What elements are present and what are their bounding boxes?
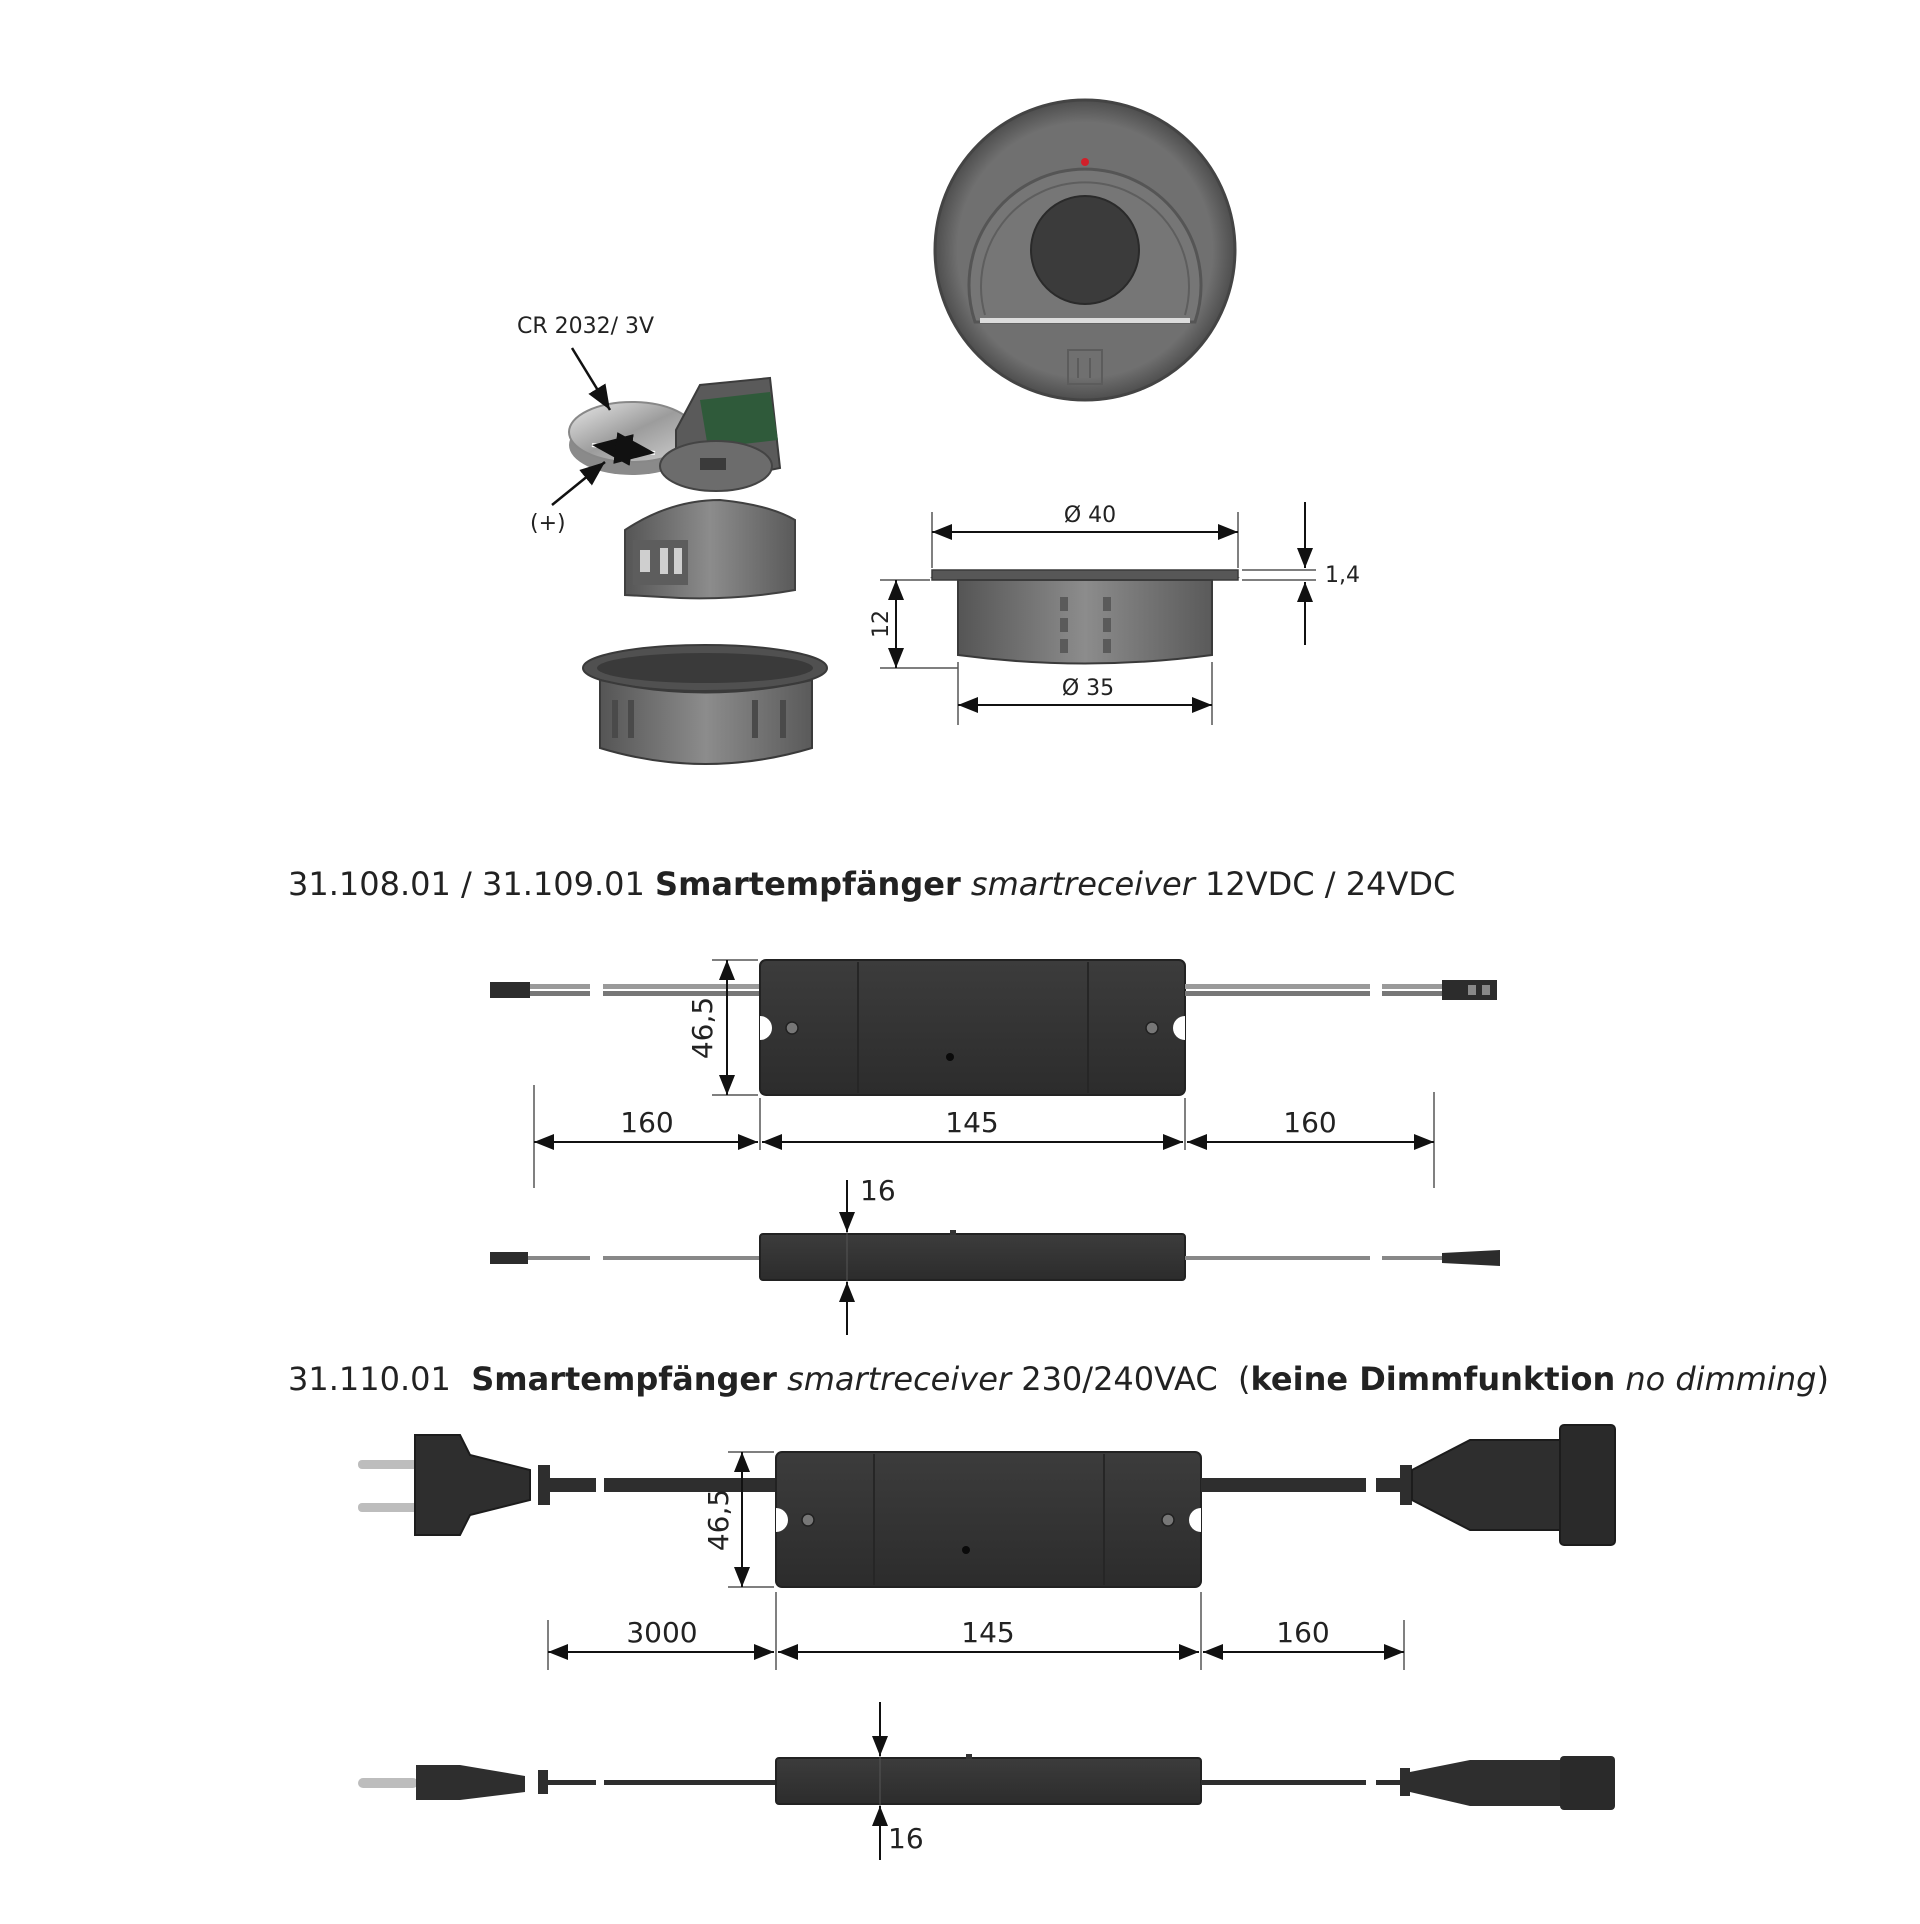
ac-receiver-top-view: 46,5 3000 145 160: [358, 1424, 1616, 1670]
dc-dim-height: 46,5: [686, 997, 719, 1059]
ac-note-close: ): [1816, 1360, 1829, 1398]
ac-name-de: Smartempfänger: [471, 1360, 777, 1398]
dc-left-cable: [603, 984, 760, 989]
ac-sensor-hole: [962, 1546, 970, 1554]
status-led: [1081, 158, 1089, 166]
housing-front-view: [933, 98, 1237, 402]
ac-receiver-heading: 31.110.01 Smartempfänger smartreceiver 2…: [288, 1360, 1829, 1398]
euro-socket-face: [1559, 1424, 1616, 1546]
ac-note-en: no dimming: [1625, 1360, 1817, 1398]
ce-mark-icon: [640, 550, 650, 572]
ac-receiver-side-body: [775, 1757, 1202, 1805]
ac-dim-left-cable: 3000: [626, 1616, 697, 1649]
polarity-callout-arrow: [551, 461, 606, 506]
dc-receiver-top-view: 46,5 160 145 160: [490, 959, 1497, 1188]
housing-flange: [931, 569, 1239, 581]
plug-pin-top: [358, 1460, 418, 1469]
ac-voltage: 230/240VAC: [1021, 1360, 1218, 1398]
ac-dim-body: 145: [961, 1616, 1014, 1649]
exploded-view: CR 2032/ 3V (+): [517, 314, 828, 765]
dim-body-height: 12: [869, 610, 894, 638]
battery-callout-arrow: [570, 347, 612, 411]
ac-screw-left-icon: [801, 1513, 815, 1527]
dc-part-numbers: 31.108.01 / 31.109.01: [288, 865, 645, 903]
dc-name-de: Smartempfänger: [655, 865, 961, 903]
polarity-label: (+): [530, 511, 566, 536]
battery-label: CR 2032/ 3V: [517, 314, 654, 339]
euro-socket-icon: [1411, 1439, 1561, 1531]
dc-dim-left-cable: 160: [620, 1106, 673, 1139]
dc-screw-right-icon: [1145, 1021, 1159, 1035]
housing-face-inner-edge: [980, 181, 1190, 316]
ac-left-cable-stub: [550, 1478, 596, 1492]
dim-flange-height: 1,4: [1325, 563, 1360, 588]
dc-receiver-body: [759, 959, 1186, 1096]
recess-housing-body: [599, 678, 813, 765]
ac-dim-height: 46,5: [702, 1489, 735, 1551]
sensor-button: [1030, 195, 1140, 305]
ac-receiver-side-view: 16: [358, 1702, 1615, 1860]
dim-inner-diameter: Ø 35: [1062, 676, 1114, 701]
dc-name-en: smartreceiver: [970, 865, 1195, 903]
dc-left-connector: [490, 982, 530, 998]
ac-part-number: 31.110.01: [288, 1360, 451, 1398]
ac-socket-side: [1410, 1760, 1560, 1806]
ac-note-open: (: [1238, 1360, 1251, 1398]
dc-dim-body: 145: [945, 1106, 998, 1139]
dc-receiver-side-view: 16: [490, 1174, 1500, 1335]
housing-side-view: Ø 40 Ø 35 12 1,4: [869, 502, 1360, 725]
housing-body-side: [957, 579, 1213, 665]
housing-slot-line: [980, 318, 1190, 323]
dc-receiver-heading: 31.108.01 / 31.109.01 Smartempfänger sma…: [288, 865, 1455, 903]
ac-screw-right-icon: [1161, 1513, 1175, 1527]
dc-dim-right-cable: 160: [1283, 1106, 1336, 1139]
ac-dim-thickness: 16: [888, 1822, 924, 1855]
ac-dim-right-cable: 160: [1276, 1616, 1329, 1649]
ac-note-de: keine Dimmfunktion: [1250, 1360, 1616, 1398]
ac-plug-side: [416, 1765, 525, 1800]
dim-outer-diameter: Ø 40: [1064, 503, 1116, 528]
ac-receiver-body: [775, 1451, 1202, 1588]
euro-plug-icon: [414, 1434, 531, 1536]
dc-screw-left-icon: [785, 1021, 799, 1035]
battery-insert-arrow: [591, 432, 656, 466]
dc-right-cable: [1185, 984, 1370, 989]
ac-left-cable: [604, 1478, 776, 1492]
dc-sensor-hole: [946, 1053, 954, 1061]
dc-receiver-side-body: [759, 1233, 1186, 1281]
ac-right-cable: [1201, 1478, 1366, 1492]
brand-mark-icon: [1067, 349, 1103, 385]
dc-dim-thickness: 16: [860, 1174, 896, 1207]
plug-pin-bottom: [358, 1503, 418, 1512]
dc-voltage: 12VDC / 24VDC: [1205, 865, 1456, 903]
pcb-board: [700, 392, 778, 448]
ac-name-en: smartreceiver: [787, 1360, 1012, 1398]
